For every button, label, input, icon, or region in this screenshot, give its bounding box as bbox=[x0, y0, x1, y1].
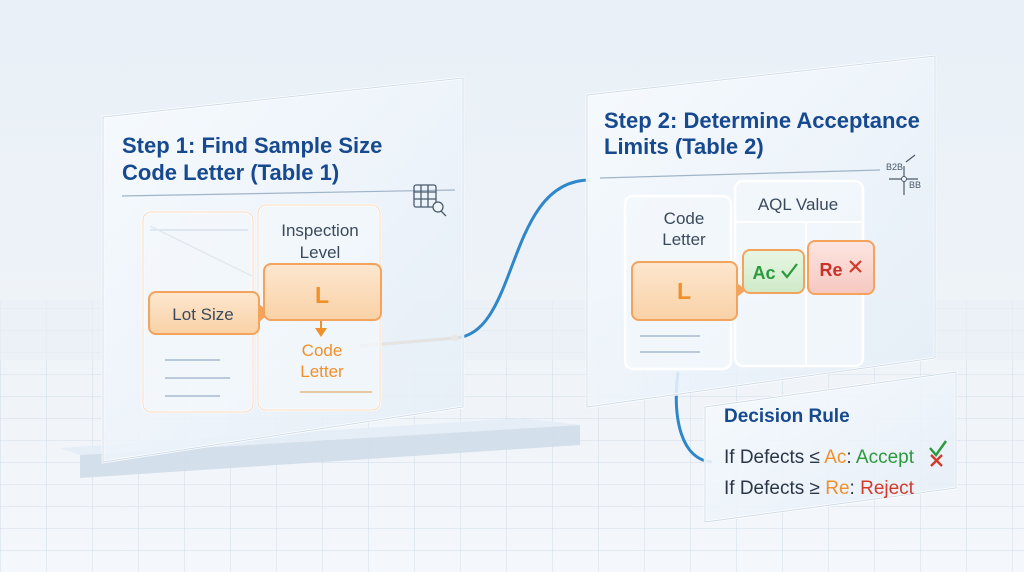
step2-code-box bbox=[631, 261, 746, 321]
reject-cross-icon bbox=[930, 454, 943, 467]
svg-text:B2B: B2B bbox=[886, 162, 903, 172]
lot-size-label: Lot Size bbox=[172, 305, 233, 324]
step1-title-line1: Step 1: Find Sample Size bbox=[122, 133, 382, 158]
decision-rule-title: Decision Rule bbox=[724, 406, 850, 427]
reject-box bbox=[807, 240, 875, 295]
cross-icon bbox=[849, 260, 862, 273]
code-letter-label-line1: Code bbox=[302, 341, 343, 360]
step1-title-line2: Code Letter (Table 1) bbox=[122, 160, 339, 185]
step1-code-letter: L bbox=[315, 282, 329, 308]
step2-code-letter-line1: Code bbox=[664, 209, 705, 228]
table-search-icon bbox=[413, 184, 447, 217]
step2-title-line1: Step 2: Determine Acceptance bbox=[604, 108, 920, 133]
step2-code-letter-line2: Letter bbox=[662, 230, 706, 249]
aql-value-label: AQL Value bbox=[758, 195, 838, 214]
check-icon bbox=[781, 263, 798, 279]
decision-rule-accept-line: If Defects ≤ Ac: Accept bbox=[724, 447, 915, 468]
ac-label: Ac bbox=[752, 263, 775, 283]
split-arrows-icon: B2B BB bbox=[886, 154, 921, 195]
connector-step1-to-step2 bbox=[359, 178, 591, 348]
inspection-level-line2: Level bbox=[300, 243, 341, 262]
decision-rule-panel bbox=[703, 370, 958, 524]
accept-box bbox=[742, 249, 805, 294]
accept-check-icon bbox=[929, 440, 947, 457]
step2-panel: Step 2: Determine Acceptance Limits (Tab… bbox=[585, 54, 937, 409]
step2-title-line2: Limits (Table 2) bbox=[604, 134, 764, 159]
svg-text:BB: BB bbox=[909, 180, 921, 190]
re-label: Re bbox=[819, 260, 842, 280]
decision-rule-reject-line: If Defects ≥ Re: Reject bbox=[724, 478, 915, 499]
step1-panel: Step 1: Find Sample Size Code Letter (Ta… bbox=[101, 76, 465, 464]
step2-code-letter: L bbox=[677, 278, 691, 304]
inspection-level-line1: Inspection bbox=[281, 221, 359, 240]
step1-code-box bbox=[263, 263, 382, 321]
down-arrow-icon bbox=[315, 321, 327, 337]
code-letter-label-line2: Letter bbox=[300, 362, 344, 381]
